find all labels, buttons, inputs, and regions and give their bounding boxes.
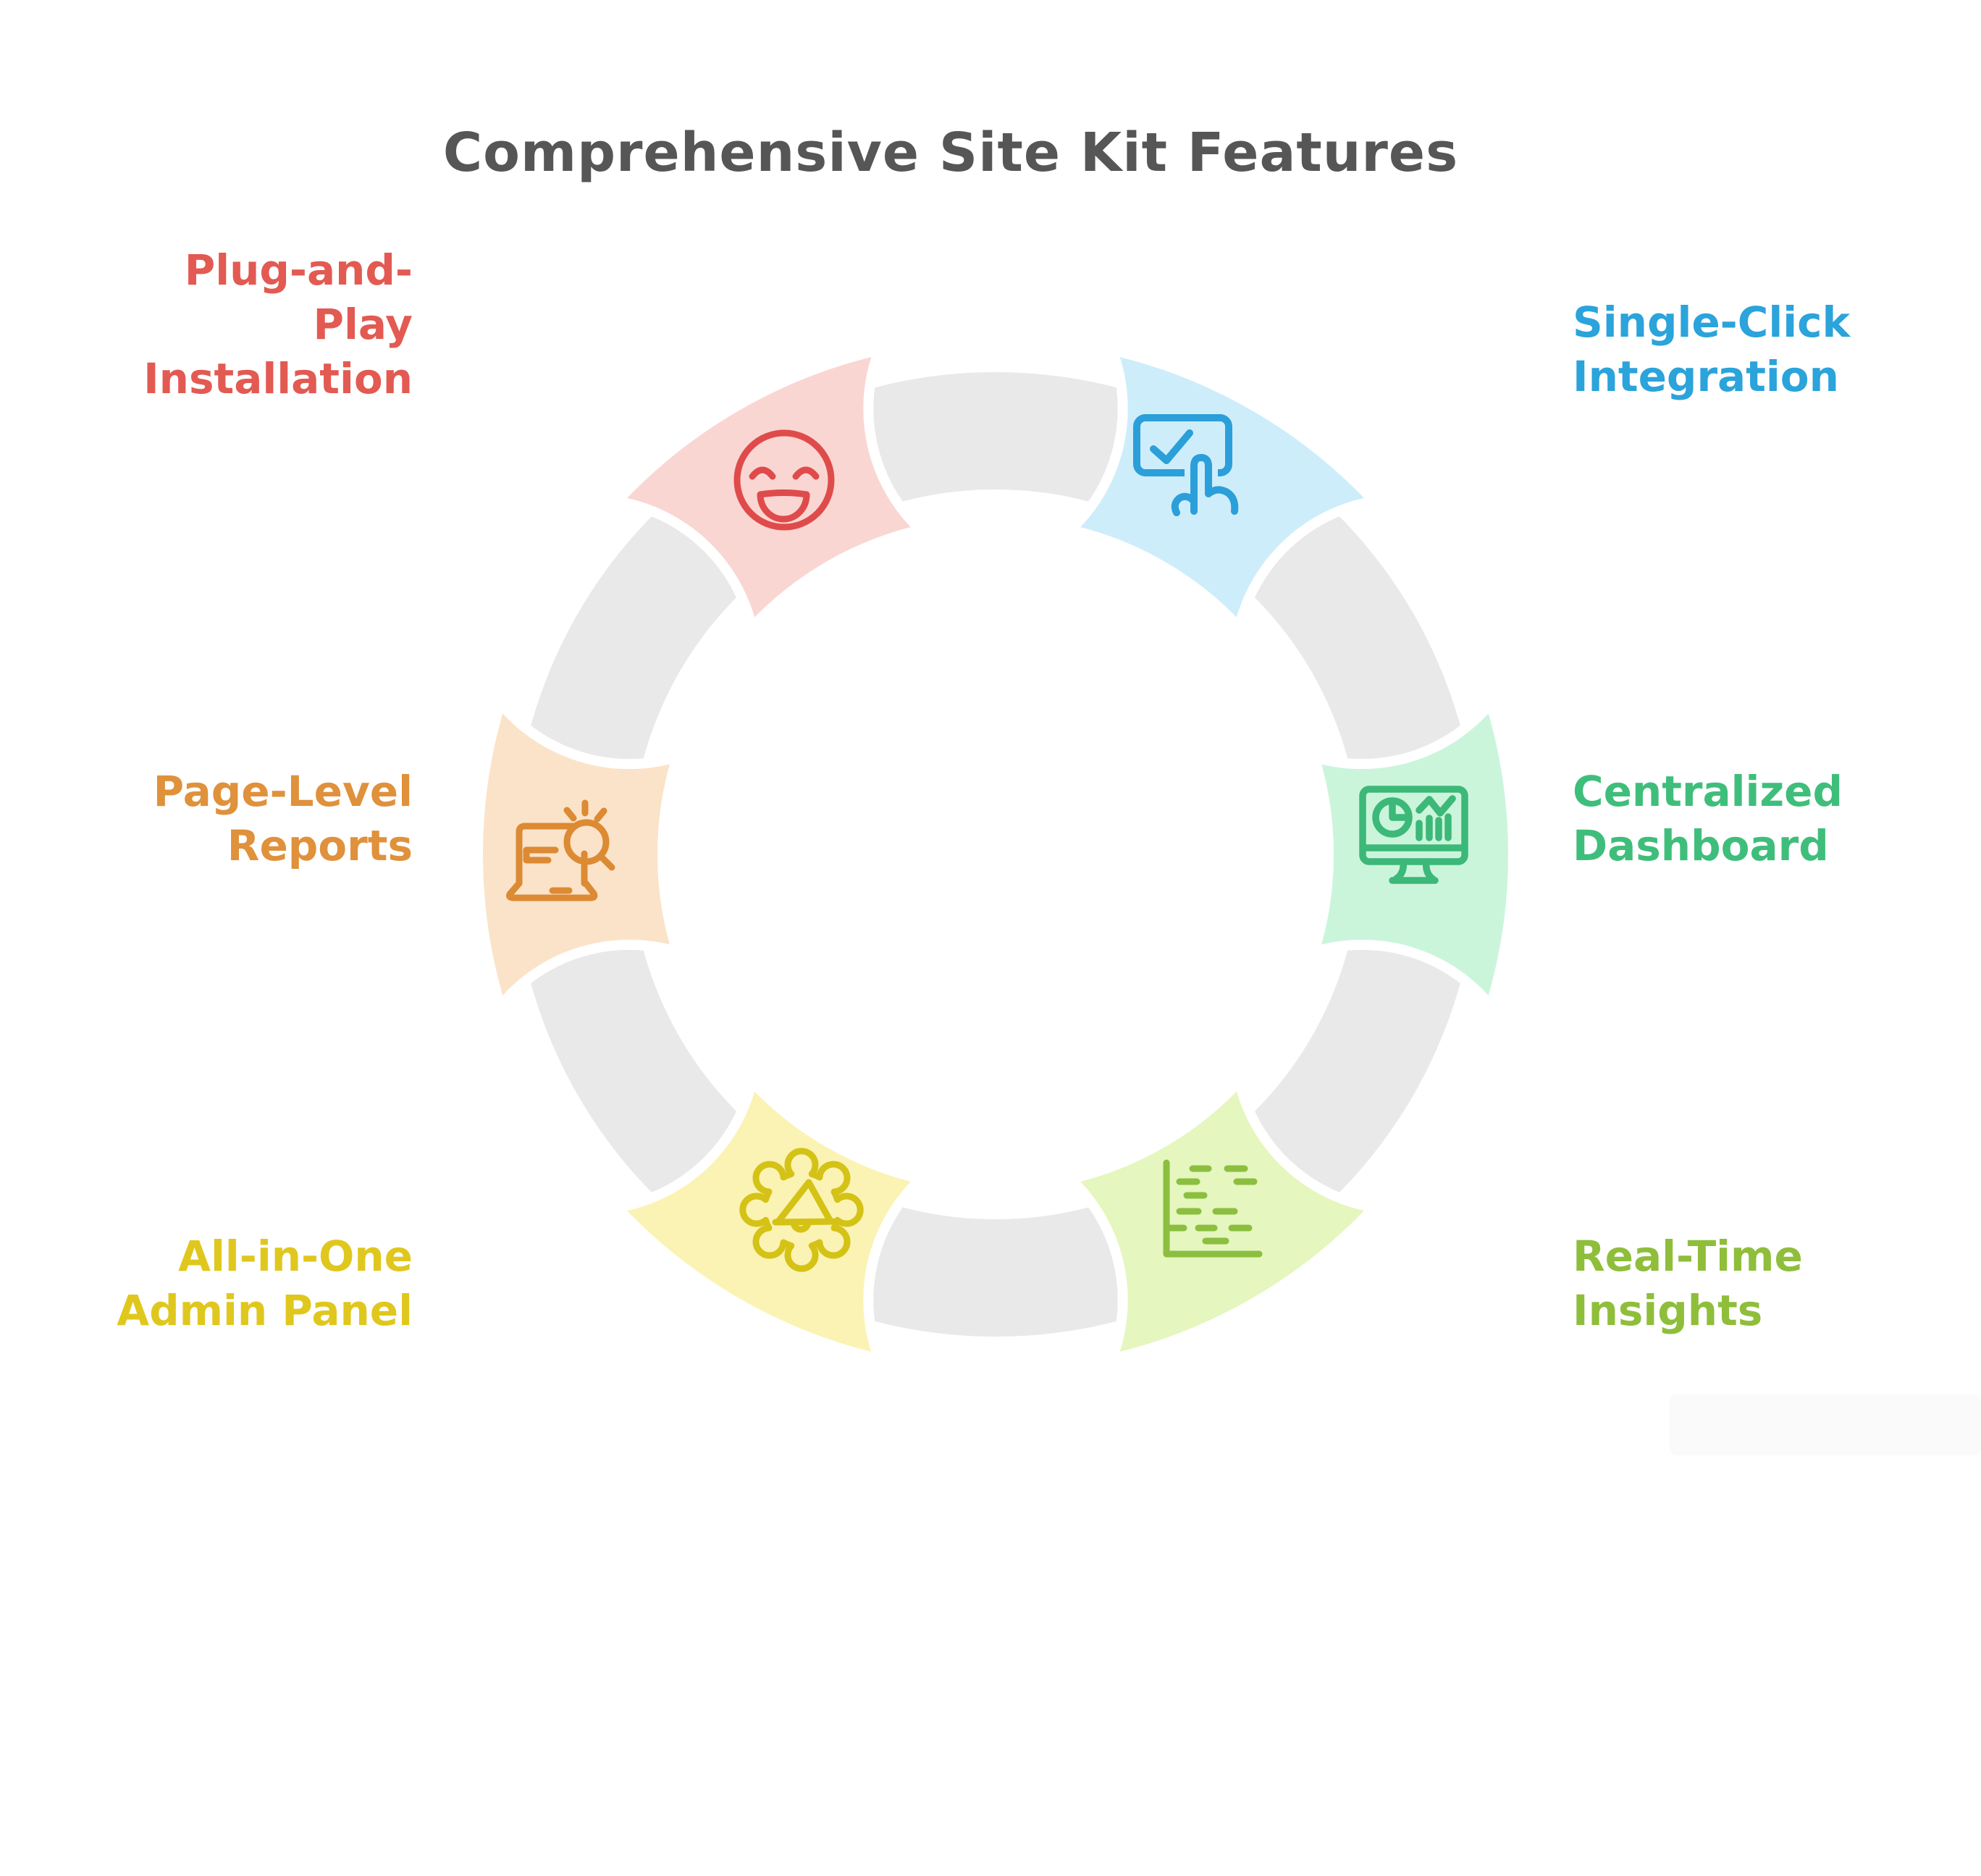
tap-checkbox-icon bbox=[1133, 414, 1245, 522]
label-all-in-one-admin-panel: All-in-One Admin Panel bbox=[117, 1232, 413, 1335]
label-single-click-integration: Single-Click Integration bbox=[1573, 298, 1851, 401]
watermark-placeholder bbox=[1670, 1395, 1981, 1455]
laptop-search-icon bbox=[506, 799, 615, 901]
segment-plug-and-play-installation bbox=[612, 345, 926, 633]
segment-page-level-reports bbox=[472, 698, 683, 1011]
gear-megaphone-icon bbox=[739, 1148, 864, 1272]
segment-real-time-insights bbox=[1065, 1076, 1379, 1364]
segment-centralized-dashboard bbox=[1308, 698, 1519, 1011]
smiley-face-icon bbox=[733, 429, 835, 531]
connector-ring bbox=[513, 372, 1478, 1337]
label-real-time-insights: Real-Time Insights bbox=[1573, 1232, 1803, 1335]
dashboard-monitor-icon bbox=[1359, 786, 1468, 884]
page-title: Comprehensive Site Kit Features bbox=[442, 122, 1459, 184]
label-centralized-dashboard: Centralized Dashboard bbox=[1573, 767, 1843, 870]
report-lines-icon bbox=[1163, 1159, 1263, 1258]
label-page-level-reports: Page-Level Reports bbox=[153, 767, 413, 870]
label-plug-and-play-installation: Plug-and- Play Installation bbox=[143, 245, 413, 403]
